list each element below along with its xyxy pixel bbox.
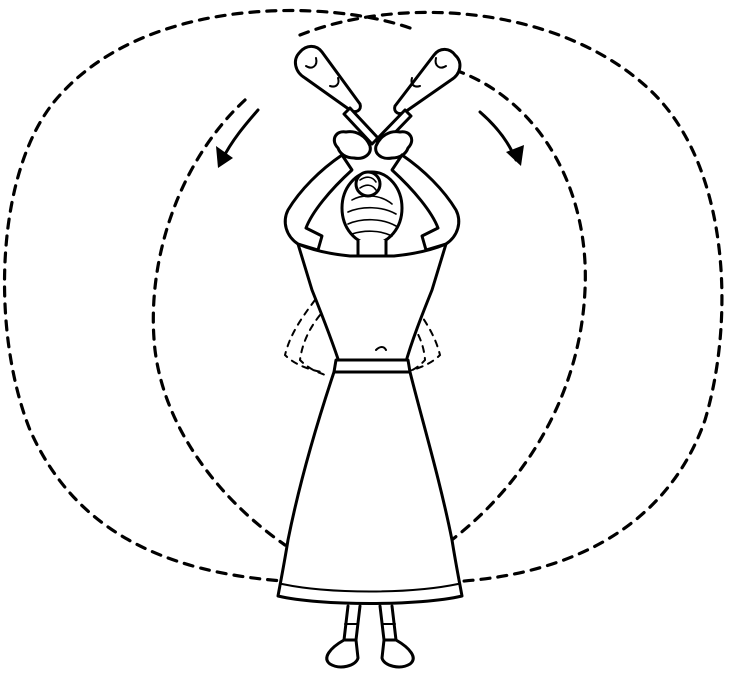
- left-club: [295, 46, 378, 144]
- left-swing-arrow-icon: [216, 110, 258, 168]
- right-swing-arrow-icon: [480, 112, 524, 166]
- inner-right-swing-path: [445, 70, 585, 545]
- legs: [327, 606, 413, 667]
- skirt: [278, 372, 462, 604]
- head: [342, 172, 402, 256]
